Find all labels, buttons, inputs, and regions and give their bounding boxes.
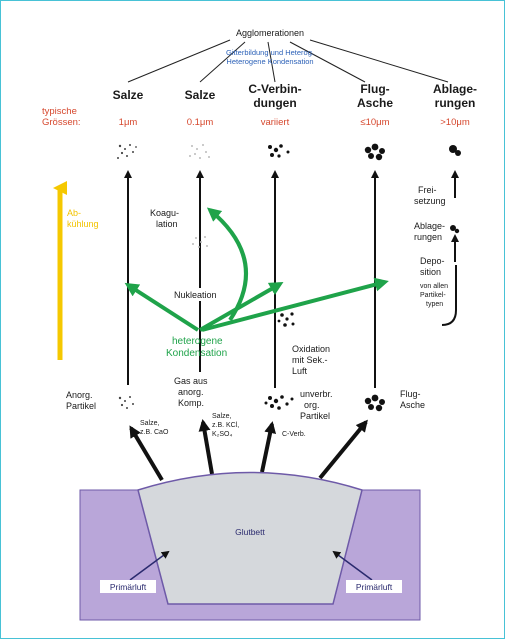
- column-head-ablage-1: Ablage-: [433, 82, 477, 96]
- emission-arrow-gas: [198, 419, 214, 475]
- cooling-label-1: Ab-: [67, 208, 81, 218]
- primaerluft-left-label: Primärluft: [110, 582, 147, 592]
- label-freisetzung-1: Frei-: [418, 185, 437, 195]
- particle-cluster-anorg: [118, 396, 134, 409]
- particle-cluster-cverb: [268, 144, 290, 158]
- label-deposition-1: Depo-: [420, 256, 445, 266]
- label-koagulation-2: lation: [156, 219, 178, 229]
- label-anorg-1: Anorg.: [66, 390, 93, 400]
- label-ablagerungen-1: Ablage-: [414, 221, 445, 231]
- particle-cluster-flug-bottom: [364, 394, 385, 412]
- nukleation-bg: [172, 288, 232, 301]
- label-cverb-sub: C-Verb.: [282, 431, 306, 438]
- label-unverbr-1: unverbr.: [300, 389, 333, 399]
- green-arrow-to-cverb: [199, 282, 284, 332]
- column-head-salze-1: Salze: [113, 88, 144, 102]
- label-deposition-2: sition: [420, 267, 441, 277]
- particle-cluster-koagulation: [192, 236, 208, 248]
- particle-cluster-unverbr: [264, 395, 294, 410]
- mechanism-line-1: Gitterbildung und Heterog.: [226, 48, 314, 57]
- label-anorg-sub-1: Salze,: [140, 420, 160, 427]
- primaerluft-right-label: Primärluft: [356, 582, 393, 592]
- green-arrow-to-salze: [124, 282, 200, 332]
- label-unverbr-2: org.: [304, 400, 320, 410]
- particle-cluster-ablagerungen: [449, 145, 461, 156]
- particle-cluster-salze-1: [117, 144, 137, 159]
- emission-arrow-flugasche: [318, 419, 368, 480]
- primaerluft-left-box: [100, 580, 156, 593]
- column-head-cverb-1: C-Verbin-: [248, 82, 301, 96]
- label-oxidation-3: Luft: [292, 366, 308, 376]
- column-head-flug-2: Asche: [357, 96, 393, 110]
- size-ablagerungen: >10μm: [440, 117, 470, 128]
- label-flugasche-1: Flug-: [400, 389, 421, 399]
- glutbett-fuel-bed: [137, 471, 363, 605]
- cooling-label-2: kühlung: [67, 219, 99, 229]
- label-deposition-sub-1: von allen: [420, 283, 448, 290]
- emission-arrow-anorg: [129, 425, 164, 482]
- label-flugasche-2: Asche: [400, 400, 425, 410]
- sizes-label-2: Grössen:: [42, 117, 81, 128]
- green-arrow-to-koagulation: [206, 207, 248, 322]
- label-kondensation-2: Kondensation: [166, 348, 227, 359]
- label-gas-sub-3: K₂SO₄: [212, 431, 233, 438]
- label-koagulation-1: Koagu-: [150, 208, 179, 218]
- size-cverb: variiert: [261, 117, 290, 128]
- label-anorg-sub-2: z.B. CaO: [140, 429, 169, 436]
- label-gas-sub-2: z.B. KCl,: [212, 422, 239, 429]
- size-salze-1: 1μm: [119, 117, 138, 128]
- emission-arrow-cverb: [260, 421, 277, 473]
- column-head-ablage-2: rungen: [435, 96, 476, 110]
- column-head-cverb-2: dungen: [253, 96, 296, 110]
- agglomeration-tree-lines: [127, 39, 449, 83]
- particle-cluster-salze-2: [189, 144, 210, 159]
- label-deposition-sub-3: typen: [426, 301, 443, 308]
- label-gas-1: Gas aus: [174, 376, 208, 386]
- condensation-arrows: [124, 207, 389, 332]
- agglomeration-title: Agglomerationen: [236, 28, 304, 38]
- label-oxidation-1: Oxidation: [292, 344, 330, 354]
- sizes-label-1: typische: [42, 106, 77, 117]
- column-head-salze-2: Salze: [185, 88, 216, 102]
- label-gas-2: anorg.: [178, 387, 204, 397]
- label-kondensation-1: heterogene: [172, 336, 223, 347]
- particle-cluster-cverb-mid: [277, 312, 295, 327]
- column-head-flug-1: Flug-: [360, 82, 389, 96]
- deposition-curve: [441, 265, 457, 326]
- label-gas-3: Komp.: [178, 398, 204, 408]
- green-arrow-to-flugasche: [201, 277, 389, 332]
- glutbett-label: Glutbett: [235, 527, 265, 537]
- primaerluft-left-arrow: [129, 550, 170, 581]
- label-nukleation: Nukleation: [174, 290, 217, 300]
- label-freisetzung-2: setzung: [414, 196, 446, 206]
- label-anorg-2: Partikel: [66, 401, 96, 411]
- size-flugasche: ≤10μm: [360, 117, 389, 128]
- primaerluft-right-arrow: [332, 550, 373, 581]
- label-oxidation-2: mit Sek.-: [292, 355, 328, 365]
- particle-ablagerungen-mid: [450, 225, 460, 234]
- primaerluft-right-box: [346, 580, 402, 593]
- size-salze-2: 0.1μm: [187, 117, 214, 128]
- label-deposition-sub-2: Partikel-: [420, 292, 446, 299]
- label-ablagerungen-2: rungen: [414, 232, 442, 242]
- label-gas-sub-1: Salze,: [212, 413, 232, 420]
- emission-arrows: [129, 419, 368, 482]
- mechanism-line-2: Heterogene Kondensation: [226, 57, 313, 66]
- particle-cluster-flugasche: [364, 143, 385, 161]
- label-unverbr-3: Partikel: [300, 411, 330, 421]
